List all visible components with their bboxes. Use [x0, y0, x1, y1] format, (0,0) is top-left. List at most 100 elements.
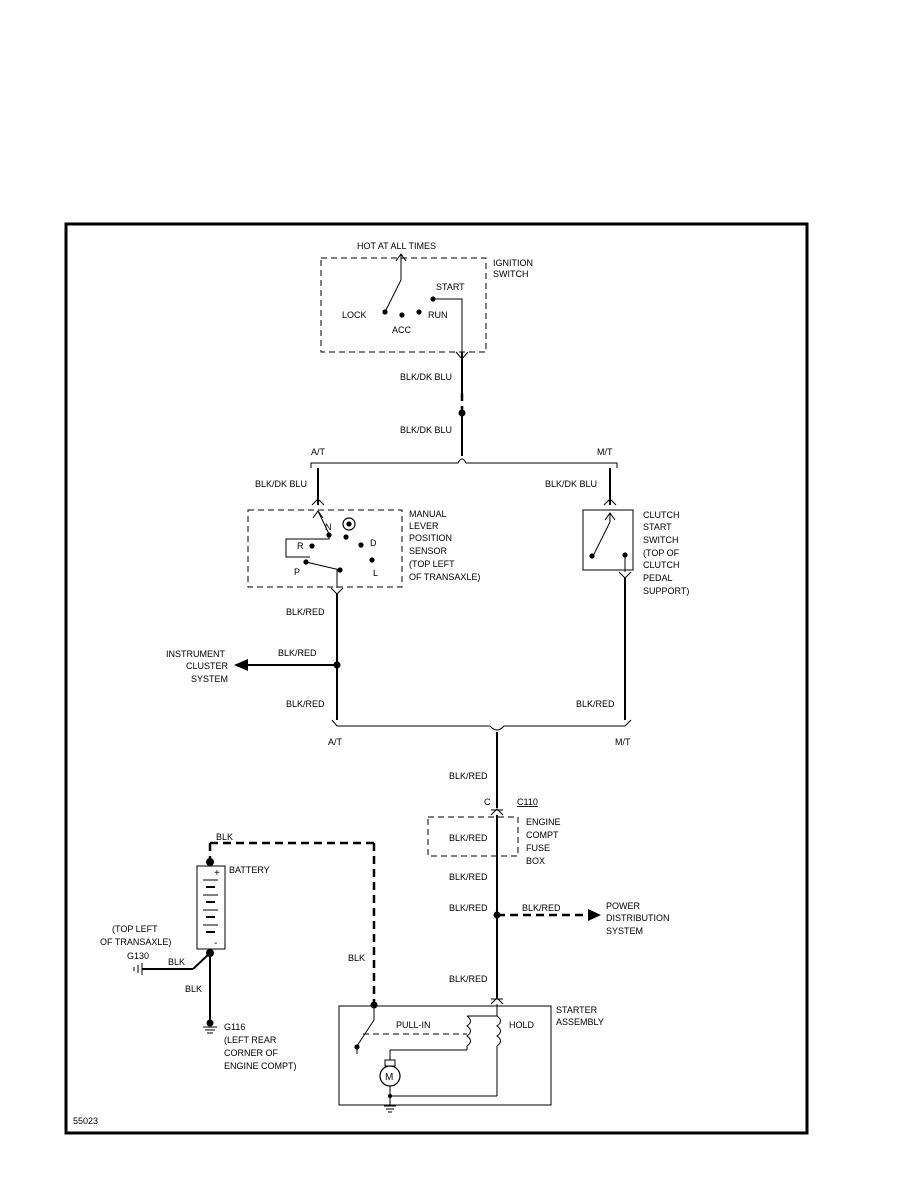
- fuse-box-label-1: ENGINE: [526, 817, 561, 827]
- connector-id-label: C110: [517, 797, 538, 807]
- g130-id: G130: [127, 951, 149, 961]
- power-label-2: DISTRIBUTION: [606, 913, 670, 923]
- wire-label-to-starter: BLK/RED: [449, 974, 488, 984]
- clutch-label-6: PEDAL: [643, 573, 673, 583]
- diagram-id: 55023: [73, 1116, 98, 1126]
- clutch-label-3: SWITCH: [643, 535, 679, 545]
- g116-location-1: (LEFT REAR: [224, 1035, 277, 1045]
- mlps-pos-o-ring: [342, 517, 356, 531]
- starter-motor-label: M: [385, 1072, 393, 1083]
- fuse-box-label-4: BOX: [526, 856, 545, 866]
- clutch-label-7: SUPPORT): [643, 586, 689, 596]
- cluster-arrow: [234, 659, 248, 671]
- diagram-frame: [64, 222, 809, 1135]
- mlps-label-1: MANUAL: [409, 509, 447, 519]
- ignition-switch-box: [320, 257, 487, 353]
- g130-location-1: (TOP LEFT: [112, 924, 158, 934]
- fuse-box-label-2: COMPT: [526, 830, 559, 840]
- power-arrow: [588, 909, 601, 921]
- cluster-label-2: CLUSTER: [186, 661, 229, 671]
- split-mt-label: M/T: [597, 447, 613, 457]
- engine-compt-fuse-box: BLK/RED ENGINE COMPT FUSE BOX: [427, 816, 561, 866]
- clutch-label-1: CLUTCH: [643, 510, 680, 520]
- ignition-switch-blade: [384, 279, 402, 313]
- fuse-box-outline: [427, 816, 519, 857]
- mlps-label-6: OF TRANSAXLE): [409, 572, 480, 582]
- starter-pull-in-label: PULL-IN: [396, 1020, 431, 1030]
- clutch-switch-box: [582, 509, 634, 571]
- mlps-label-2: LEVER: [409, 521, 439, 531]
- wire-label-upper-a: BLK/DK BLU: [400, 372, 452, 382]
- wire-label-at-branch: BLK/DK BLU: [255, 479, 307, 489]
- solenoid-contact-blade: [356, 1019, 375, 1047]
- g130-location-2: OF TRANSAXLE): [100, 937, 171, 947]
- g116-location-2: CORNER OF: [224, 1048, 279, 1058]
- power-label-1: POWER: [606, 901, 641, 911]
- ignition-switch-name-1: IGNITION: [493, 258, 533, 268]
- battery-plus: +: [214, 868, 220, 879]
- mlps-pos-n: N: [325, 522, 332, 532]
- mlps-pos-r: R: [297, 541, 304, 551]
- wire-label-main-down: BLK/RED: [449, 771, 488, 781]
- clutch-label-4: (TOP OF: [643, 548, 680, 558]
- hot-at-all-times-label: HOT AT ALL TIMES: [357, 241, 436, 251]
- wire-label-power-feed: BLK/RED: [522, 903, 561, 913]
- clutch-label-5: CLUTCH: [643, 560, 680, 570]
- clutch-start-switch: CLUTCH START SWITCH (TOP OF CLUTCH PEDAL…: [582, 509, 689, 596]
- wire-label-fuse-box-inner: BLK/RED: [449, 833, 488, 843]
- wire-label-battery-top: BLK: [216, 832, 233, 842]
- lower-split-bracket: A/T M/T: [328, 719, 632, 747]
- starter-hold-label: HOLD: [509, 1020, 535, 1030]
- ignition-switch: HOT AT ALL TIMES IGNITION SWITCH START L…: [320, 241, 533, 360]
- wire-label-g130: BLK: [168, 957, 185, 967]
- split-mt-label-lower: M/T: [615, 737, 631, 747]
- wire-label-mt-lower: BLK/RED: [576, 699, 615, 709]
- split-at-label-lower: A/T: [328, 737, 343, 747]
- upper-split-bracket: A/T M/T: [310, 447, 618, 468]
- wire-label-to-power: BLK/RED: [449, 903, 488, 913]
- wire-label-battery-starter: BLK: [348, 953, 365, 963]
- pull-in-coil: [466, 1015, 471, 1047]
- ignition-switch-name-2: SWITCH: [493, 269, 529, 279]
- ignition-pos-start: START: [436, 282, 465, 292]
- wire-label-upper-b: BLK/DK BLU: [400, 425, 452, 435]
- mlps-label-5: (TOP LEFT: [409, 559, 455, 569]
- mlps-pos-l: L: [373, 568, 378, 578]
- starter-label-1: STARTER: [556, 1005, 598, 1015]
- hold-coil: [496, 1015, 501, 1047]
- starter-assembly: STARTER ASSEMBLY HOLD PULL-IN M: [338, 1001, 604, 1113]
- starter-box: [338, 1005, 552, 1106]
- ignition-pos-run: RUN: [428, 310, 448, 320]
- mlps-box: [247, 509, 403, 588]
- wire-label-below-fuse: BLK/RED: [449, 872, 488, 882]
- g116-location-3: ENGINE COMPT): [224, 1061, 297, 1071]
- power-label-3: SYSTEM: [606, 926, 643, 936]
- ground-g116: BLK G116 (LEFT REAR CORNER OF ENGINE COM…: [185, 953, 297, 1071]
- ground-g130: BLK (TOP LEFT OF TRANSAXLE) G130: [100, 924, 211, 975]
- wire-label-cluster-feed: BLK/RED: [278, 648, 317, 658]
- starter-label-2: ASSEMBLY: [556, 1017, 604, 1027]
- cluster-label-1: INSTRUMENT: [166, 649, 225, 659]
- battery-minus: -: [214, 938, 217, 949]
- mlps-pos-p: P: [294, 567, 300, 577]
- battery: BLK BLK + - BATTERY: [196, 832, 376, 1005]
- mlps-label-4: SENSOR: [409, 546, 448, 556]
- split-at-label: A/T: [311, 447, 326, 457]
- manual-lever-position-sensor: N R D P L MANUAL LEVER POSITION SENSOR (…: [247, 509, 480, 595]
- ignition-pos-acc: ACC: [392, 325, 412, 335]
- battery-label: BATTERY: [229, 865, 270, 875]
- wire-label-mt-branch: BLK/DK BLU: [545, 479, 597, 489]
- battery-body: [196, 865, 226, 950]
- wire-label-g116: BLK: [185, 984, 202, 994]
- mlps-label-3: POSITION: [409, 533, 452, 543]
- connector-pin-label: C: [484, 797, 491, 807]
- mlps-pos-d: D: [370, 538, 377, 548]
- cluster-label-3: SYSTEM: [191, 674, 228, 684]
- fuse-box-label-3: FUSE: [526, 843, 550, 853]
- wire-label-at-out: BLK/RED: [286, 607, 325, 617]
- clutch-label-2: START: [643, 522, 672, 532]
- ignition-pos-lock: LOCK: [342, 310, 367, 320]
- wire-label-at-lower: BLK/RED: [286, 699, 325, 709]
- g116-id: G116: [224, 1022, 245, 1032]
